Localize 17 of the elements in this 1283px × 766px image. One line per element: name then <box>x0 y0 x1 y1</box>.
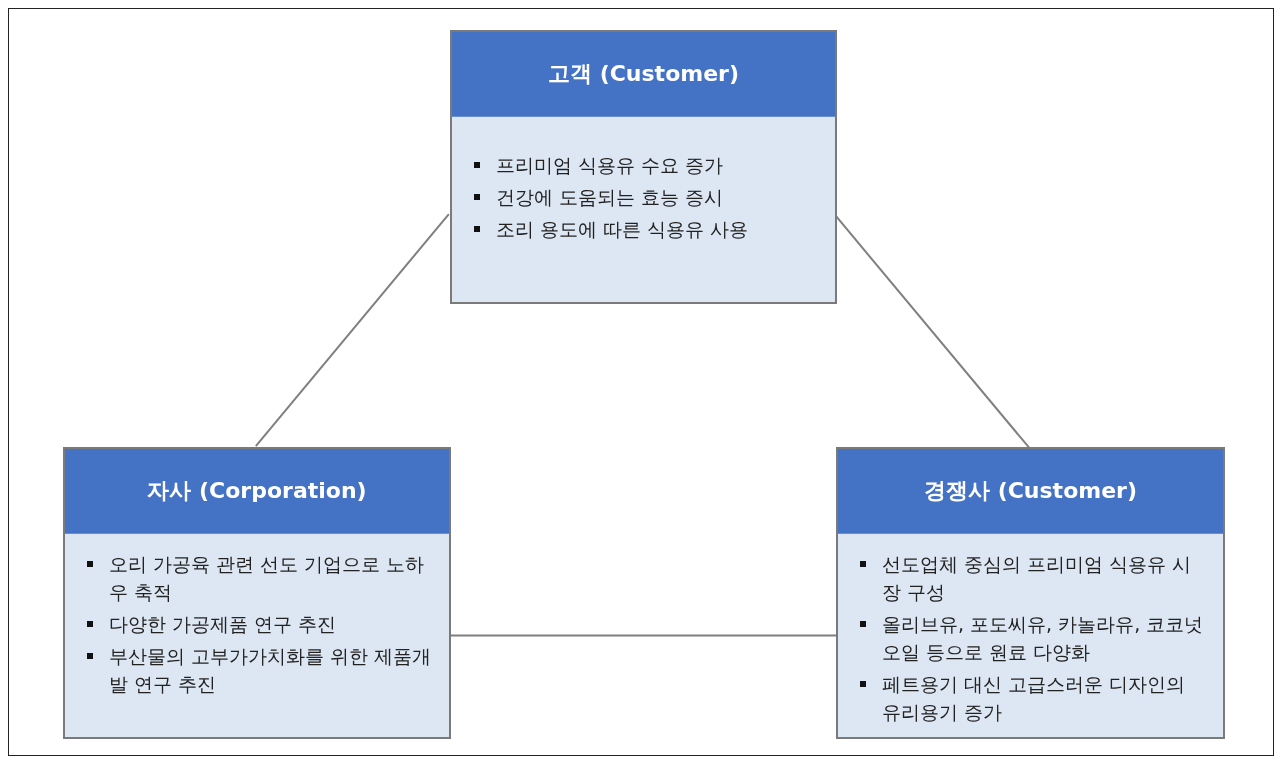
card <box>836 447 1225 739</box>
bullet-item: 조리 용도에 따른 식용유 사용 <box>472 215 821 243</box>
bullet-item: 건강에 도움되는 효능 증시 <box>472 183 821 211</box>
bullet-item: 부산물의 고부가가치화를 위한 제품개발 연구 추진 <box>85 642 435 698</box>
bullet-item: 올리브유, 포도씨유, 카놀라유, 코코넛오일 등으로 원료 다양화 <box>858 610 1209 666</box>
bullet-item: 선도업체 중심의 프리미엄 식용유 시장 구성 <box>858 550 1209 606</box>
connector-line <box>450 634 837 637</box>
bullet-item: 페트용기 대신 고급스러운 디자인의 유리용기 증가 <box>858 670 1209 726</box>
connector-line <box>254 213 450 448</box>
card-header: 경쟁사 (Customer) <box>838 449 1223 534</box>
card <box>450 30 837 304</box>
card-header: 고객 (Customer) <box>452 32 835 117</box>
bullet-item: 다양한 가공제품 연구 추진 <box>85 610 435 638</box>
bullet-item: 프리미엄 식용유 수요 증가 <box>472 151 821 179</box>
bullet-item: 오리 가공육 관련 선도 기업으로 노하우 축적 <box>85 550 435 606</box>
card-header: 자사 (Corporation) <box>65 449 449 534</box>
card <box>63 447 451 739</box>
